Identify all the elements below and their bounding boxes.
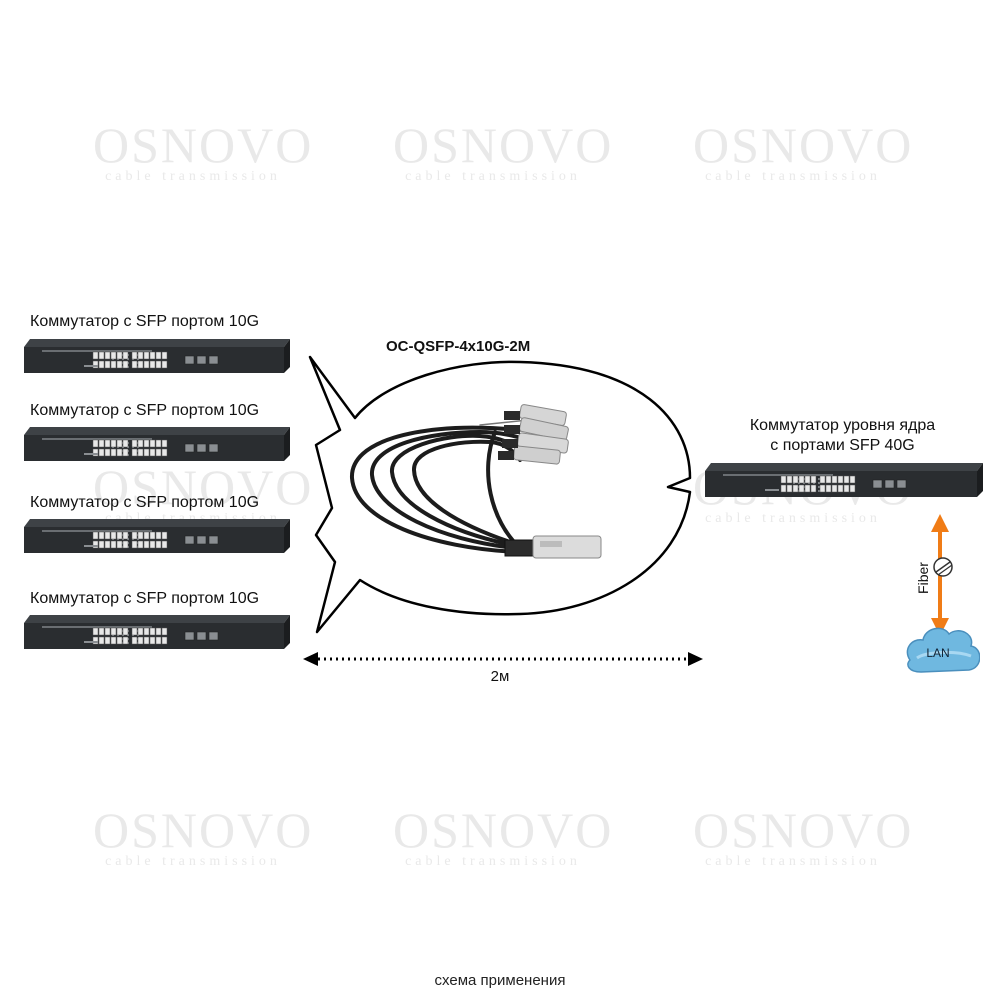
switch-icon bbox=[24, 339, 290, 373]
access-switch-1 bbox=[24, 337, 292, 375]
switch-label: Коммутатор с SFP портом 10G bbox=[30, 590, 260, 607]
distance-arrow bbox=[303, 652, 703, 666]
fiber-label: Fiber bbox=[915, 562, 931, 594]
lan-label: LAN bbox=[926, 646, 950, 660]
switch-label: Коммутатор с SFP портом 10G bbox=[30, 494, 260, 511]
speech-bubble bbox=[308, 355, 692, 634]
switch-icon bbox=[24, 519, 290, 553]
cable-model-title: OC-QSFP-4x10G-2M bbox=[386, 338, 531, 355]
switch-icon bbox=[24, 427, 290, 461]
qsfp-connector-icon bbox=[504, 535, 602, 559]
sfp-connector-icon bbox=[498, 404, 569, 465]
core-switch bbox=[705, 461, 985, 499]
fiber-link-icon bbox=[933, 557, 953, 577]
cable-length-label: 2м bbox=[490, 668, 510, 685]
switch-label: Коммутатор с SFP портом 10G bbox=[30, 313, 260, 330]
access-switch-4 bbox=[24, 613, 292, 651]
core-switch-label: Коммутатор уровня ядра с портами SFP 40G bbox=[700, 416, 985, 456]
core-switch-label-line2: с портами SFP 40G bbox=[770, 437, 915, 454]
switch-label: Коммутатор с SFP портом 10G bbox=[30, 402, 260, 419]
cloud-icon bbox=[906, 627, 980, 673]
core-switch-label-line1: Коммутатор уровня ядра bbox=[749, 417, 936, 434]
access-switch-3 bbox=[24, 517, 292, 555]
fiber-link bbox=[906, 514, 980, 673]
cable-image bbox=[349, 404, 602, 559]
diagram-caption: схема применения bbox=[434, 972, 566, 989]
switch-icon bbox=[705, 463, 983, 497]
access-switch-2 bbox=[24, 425, 292, 463]
switch-icon bbox=[24, 615, 290, 649]
